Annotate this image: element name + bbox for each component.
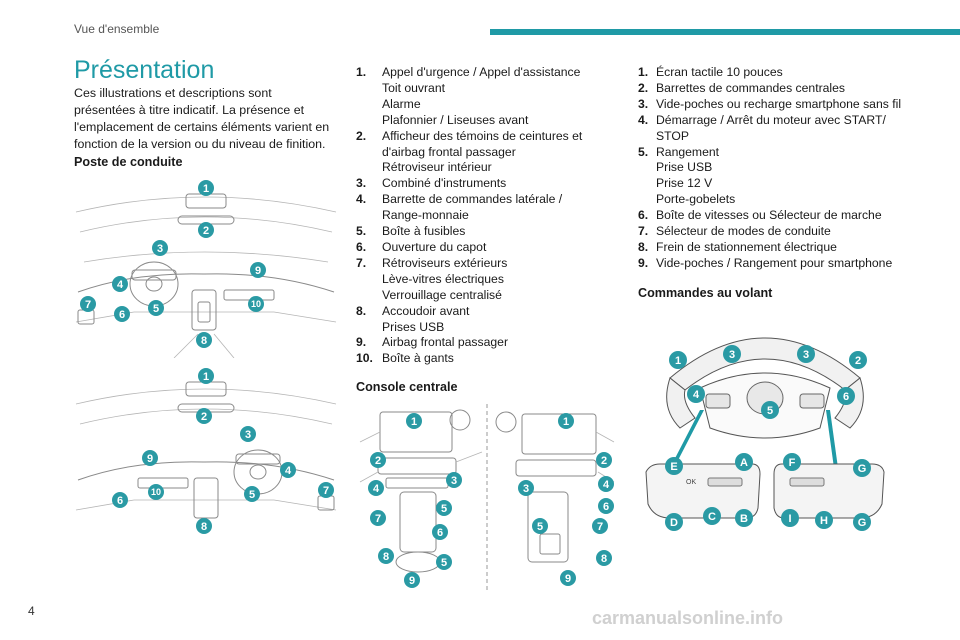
fig2-badge: 6 [117, 495, 123, 507]
list-item: 8.Frein de stationnement électrique [638, 239, 837, 254]
console-right-badge: 7 [597, 521, 603, 533]
wheel-badge: 1 [675, 355, 681, 367]
right-pad-badge: F [789, 457, 796, 469]
console-right-badge: 8 [601, 553, 607, 565]
fig1-badge: 5 [153, 303, 159, 315]
fig1-badge: 1 [203, 183, 209, 195]
console-left-badge: 8 [383, 551, 389, 563]
console-right-badge: 2 [601, 455, 607, 467]
console-left-badge: 2 [375, 455, 381, 467]
wheel-badge: 3 [803, 349, 809, 361]
wheel-badge: 5 [767, 405, 773, 417]
right-pad-badge: G [858, 517, 867, 529]
console-left-badge: 5 [441, 503, 447, 515]
heading-commandes-au-volant: Commandes au volant [638, 286, 773, 300]
fig2-badge: 1 [203, 371, 209, 383]
fig1-badge: 6 [119, 309, 125, 321]
header-accent-bar [490, 29, 960, 35]
list-item: 3.Combiné d'instruments [356, 176, 507, 191]
list-item: 4.Barrette de commandes latérale /Range-… [356, 192, 563, 223]
console-left-badge: 6 [437, 527, 443, 539]
fig2-badge: 7 [323, 485, 329, 497]
console-right-badge: 1 [563, 416, 569, 428]
list-item: 9.Vide-poches / Rangement pour smartphon… [638, 255, 893, 270]
console-right-badge: 4 [603, 479, 610, 491]
fig1-badge: 2 [203, 225, 209, 237]
fig1-badge: 10 [251, 299, 261, 309]
intro-paragraph: Ces illustrations et descriptions sont p… [74, 86, 330, 151]
wheel-badge: 4 [693, 389, 700, 401]
list-item: 7.Sélecteur de modes de conduite [638, 224, 831, 239]
ok-button-label: OK [686, 479, 696, 486]
wheel-badge: 3 [729, 349, 735, 361]
fig1-badge: 8 [201, 335, 207, 347]
console-left-badge: 1 [411, 416, 417, 428]
fig1-badge: 4 [117, 279, 124, 291]
left-pad-badge: D [670, 517, 678, 529]
console-right-badge: 3 [523, 483, 529, 495]
list-item: 1.Écran tactile 10 pouces [638, 65, 783, 79]
left-pad-badge: C [708, 511, 716, 523]
fig2-badge: 5 [249, 489, 255, 501]
left-pad-badge: E [670, 461, 677, 473]
list-item: 4.Démarrage / Arrêt du moteur avec START… [638, 112, 886, 143]
steering-wheel-illustration: 1 3 3 2 4 6 5 E A OK D C B F G I H G [645, 337, 885, 531]
dashboard-rhd-illustration: 1 2 3 4 5 6 7 8 9 10 [75, 368, 337, 534]
list-item: 9.Airbag frontal passager [356, 335, 509, 350]
watermark: carmanualsonline.info [592, 608, 784, 628]
page-title: Présentation [74, 56, 215, 84]
fig1-badge: 7 [85, 299, 91, 311]
heading-poste-de-conduite: Poste de conduite [74, 155, 183, 169]
console-left-badge: 9 [409, 575, 415, 587]
console-right-badge: 5 [537, 521, 543, 533]
console-right-badge: 6 [603, 501, 609, 513]
left-pad-badge: A [740, 457, 748, 469]
fig2-badge: 4 [285, 465, 292, 477]
console-illustration: 1 2 4 3 5 7 6 8 5 9 1 2 3 4 6 5 7 8 9 [359, 404, 615, 590]
fig2-badge: 10 [151, 487, 161, 497]
right-pad-badge: I [788, 513, 791, 525]
console-left-badge: 7 [375, 513, 381, 525]
console-items-list: 1.Écran tactile 10 pouces 2.Barrettes de… [638, 65, 938, 272]
fig2-badge: 2 [201, 411, 207, 423]
console-left-badge: 5 [441, 557, 447, 569]
fig1-badge: 3 [157, 243, 163, 255]
console-left-badge: 3 [451, 475, 457, 487]
list-item: 10.Boîte à gants [356, 351, 454, 366]
console-left-badge: 4 [373, 483, 380, 495]
page-number: 4 [28, 604, 35, 618]
wheel-badge: 2 [855, 355, 861, 367]
fig2-badge: 8 [201, 521, 207, 533]
fig1-badge: 9 [255, 265, 261, 277]
right-pad-badge: G [858, 463, 867, 475]
wheel-badge: 6 [843, 391, 849, 403]
console-right-badge: 9 [565, 573, 571, 585]
right-pad-badge: H [820, 515, 828, 527]
section-header: Vue d'ensemble [74, 22, 160, 36]
fig2-badge: 3 [245, 429, 251, 441]
fig2-badge: 9 [147, 453, 153, 465]
list-item: 6.Ouverture du capot [356, 239, 487, 254]
left-pad-badge: B [740, 513, 748, 525]
dashboard-lhd-illustration: 1 2 3 4 5 6 7 8 9 10 [75, 180, 337, 358]
heading-console-centrale: Console centrale [356, 380, 458, 394]
list-item: 5.Boîte à fusibles [356, 224, 466, 239]
list-item: 3.Vide-poches ou recharge smartphone san… [638, 96, 902, 111]
list-item: 2.Barrettes de commandes centrales [638, 80, 845, 95]
list-item: 6.Boîte de vitesses ou Sélecteur de marc… [638, 208, 882, 223]
